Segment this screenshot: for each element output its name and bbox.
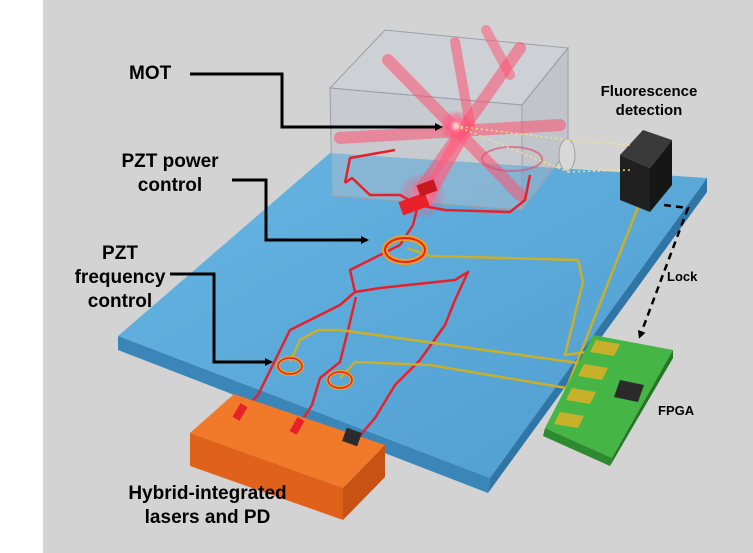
waveguide-loop <box>354 270 470 439</box>
beam-spot <box>481 146 543 172</box>
laser-diode-b <box>289 417 305 435</box>
label-fluorescence: Fluorescence detection <box>588 82 710 120</box>
waveguide-cell-left <box>344 176 419 207</box>
chip-side-front <box>118 336 490 493</box>
arrow-mot <box>190 72 443 131</box>
waveguide-cell-right <box>417 174 532 214</box>
label-pzt-power-line2: control <box>137 175 203 196</box>
label-lock: Lock <box>667 269 698 284</box>
label-pzt-frequency-line2: frequency <box>74 267 166 288</box>
waveguide-laser-b <box>295 296 358 429</box>
label-pzt-frequency-line1: PZT <box>102 243 138 264</box>
electrode-freq-ring-a <box>288 328 601 368</box>
label-fpga: FPGA <box>658 403 695 418</box>
detector-side <box>650 140 672 212</box>
collection-lens <box>558 138 576 172</box>
fpga-pad-2 <box>578 364 608 380</box>
waveguides <box>239 148 532 439</box>
grating-coupler <box>398 192 430 216</box>
fpga-chip <box>614 380 644 402</box>
beam-vertical-top <box>450 37 475 130</box>
label-fluorescence-line1: Fluorescence <box>600 83 698 100</box>
callout-arrows <box>170 72 690 366</box>
electrode-freq-ring-b <box>339 360 591 394</box>
label-pzt-power-line1: PZT power <box>121 151 219 172</box>
waveguide-laser-a <box>239 243 401 415</box>
label-lasers-line2: lasers and PD <box>144 507 271 528</box>
fpga-pad-4 <box>554 412 584 428</box>
grating-couplers <box>398 179 438 216</box>
detector-path-top <box>567 139 631 146</box>
detector-front <box>620 155 650 212</box>
ring-power-inner <box>384 237 426 263</box>
ring-resonators <box>276 235 428 390</box>
photodiode <box>342 427 362 447</box>
arrow-lock <box>638 203 690 339</box>
label-mot: MOT <box>129 63 172 84</box>
laser-mount-front <box>190 433 343 520</box>
arrow-pzt-frequency <box>170 272 273 366</box>
label-pzt-frequency: PZT frequency control <box>60 242 180 314</box>
grating-coupler-2 <box>416 179 438 197</box>
label-lasers: Hybrid-integrated lasers and PD <box>105 482 310 530</box>
fpga-board-front <box>543 428 612 466</box>
laser-diode-a <box>232 403 248 421</box>
arrow-pzt-power <box>232 178 369 244</box>
label-pzt-power: PZT power control <box>100 150 240 198</box>
fpga-pad-3 <box>566 388 596 404</box>
detector-top <box>620 130 672 168</box>
beam-top-right <box>481 25 515 80</box>
fluorescence-path-bottom <box>455 125 569 173</box>
ring-freq-a-inner <box>277 357 303 375</box>
waveguide-cell-back <box>343 148 396 184</box>
fluorescence-detector <box>455 125 672 212</box>
fpga-pad-1 <box>590 340 620 356</box>
ring-freq-b-inner <box>327 371 353 389</box>
chip-side-right <box>488 178 707 493</box>
fpga-board-side <box>610 350 673 466</box>
label-lasers-line1: Hybrid-integrated <box>128 483 287 504</box>
laser-mount-side <box>343 445 385 520</box>
fluorescence-path-top <box>455 125 569 141</box>
detector-path-bottom <box>567 169 631 173</box>
label-pzt-frequency-line3: control <box>87 291 153 312</box>
label-fluorescence-line2: detection <box>615 102 683 119</box>
laser-mount <box>190 394 385 520</box>
fpga-board <box>543 335 673 466</box>
